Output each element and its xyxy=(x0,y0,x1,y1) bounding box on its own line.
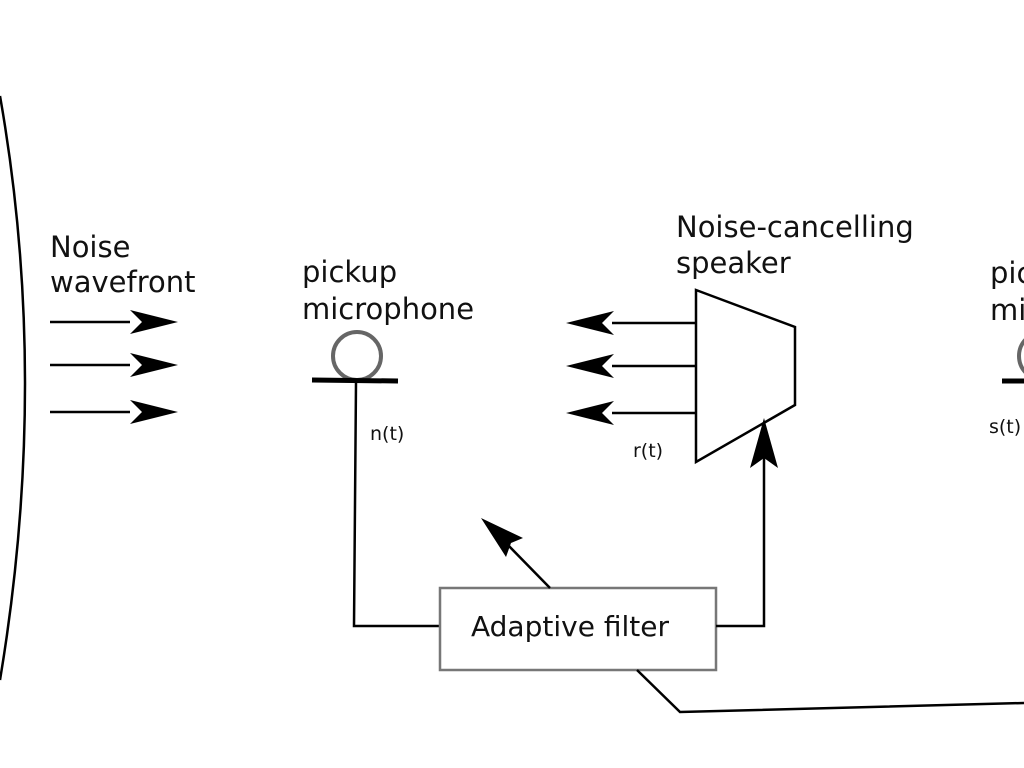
error-microphone-line-2: mi xyxy=(990,293,1024,327)
adaptation-arrowhead xyxy=(481,518,523,557)
pickup-microphone xyxy=(311,330,399,384)
signal-n-label: n(t) xyxy=(370,423,404,445)
adaptive-filter-box xyxy=(438,586,718,672)
noise-wavefront-line-1: Noise xyxy=(50,230,130,264)
speaker-label-line-1: Noise-cancelling xyxy=(676,210,914,244)
noise-wavefront-line-2: wavefront xyxy=(50,265,195,299)
wire-filter-to-error-mic xyxy=(636,669,1024,714)
signal-r-label: r(t) xyxy=(633,440,663,462)
error-microphone-label: pic mi xyxy=(990,256,1024,327)
adaptation-arrow xyxy=(504,541,551,589)
anti-noise-arrowhead xyxy=(566,311,614,335)
speaker-icon xyxy=(694,288,797,465)
anti-noise-arrowhead xyxy=(566,401,614,425)
pickup-microphone-line-1: pickup xyxy=(302,255,397,289)
pickup-microphone-base xyxy=(311,377,399,384)
noise-arrowhead xyxy=(130,400,178,424)
pickup-microphone-line-2: microphone xyxy=(302,292,474,326)
pickup-microphone-label: pickup microphone xyxy=(302,255,474,326)
adaptive-filter-label: Adaptive filter xyxy=(471,610,669,643)
noise-arrows xyxy=(50,310,178,424)
anti-noise-arrowhead xyxy=(566,354,614,378)
speaker-label: Noise-cancelling speaker xyxy=(676,210,923,280)
speaker-label-line-2: speaker xyxy=(676,246,791,280)
signal-s-label: s(t) xyxy=(989,416,1021,438)
wire-mic-to-filter xyxy=(352,381,440,628)
noise-wavefront-label: Noise wavefront xyxy=(50,230,195,299)
anti-noise-arrows xyxy=(566,311,696,425)
noise-arrowhead xyxy=(130,310,178,334)
wavefront-curve xyxy=(0,95,27,681)
wire-filter-to-speaker xyxy=(716,455,766,628)
error-microphone-icon xyxy=(1017,338,1024,374)
noise-arrowhead xyxy=(130,353,178,377)
error-microphone-line-1: pic xyxy=(990,256,1024,290)
speaker-input-arrowhead xyxy=(750,418,778,468)
pickup-microphone-icon xyxy=(331,330,383,382)
adaptive-filter-block: Adaptive filter xyxy=(438,586,718,672)
